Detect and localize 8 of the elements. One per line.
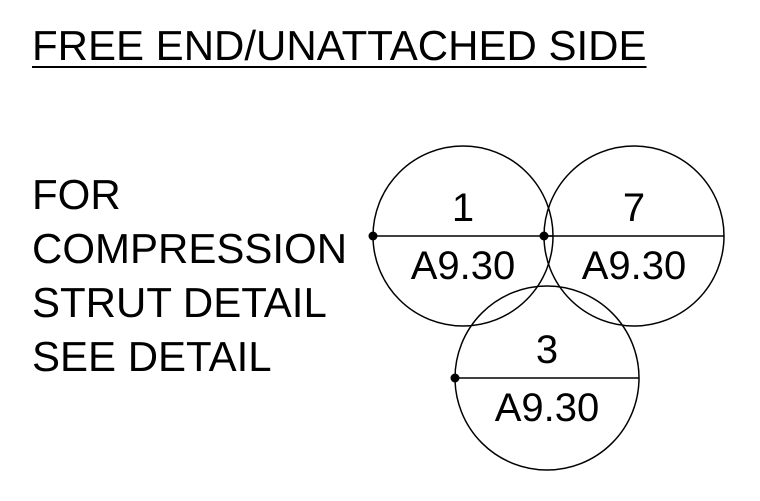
sheet-number: A9.30 xyxy=(494,386,600,430)
sheet-number: A9.30 xyxy=(582,244,686,288)
detail-number: 3 xyxy=(536,328,558,372)
title: FREE END/UNATTACHED SIDE xyxy=(32,22,646,70)
detail-number: 7 xyxy=(622,186,646,230)
note-text: FOR COMPRESSION STRUT DETAIL SEE DETAIL xyxy=(32,170,348,382)
sheet-number: A9.30 xyxy=(410,244,516,288)
detail-number: 1 xyxy=(452,186,474,230)
